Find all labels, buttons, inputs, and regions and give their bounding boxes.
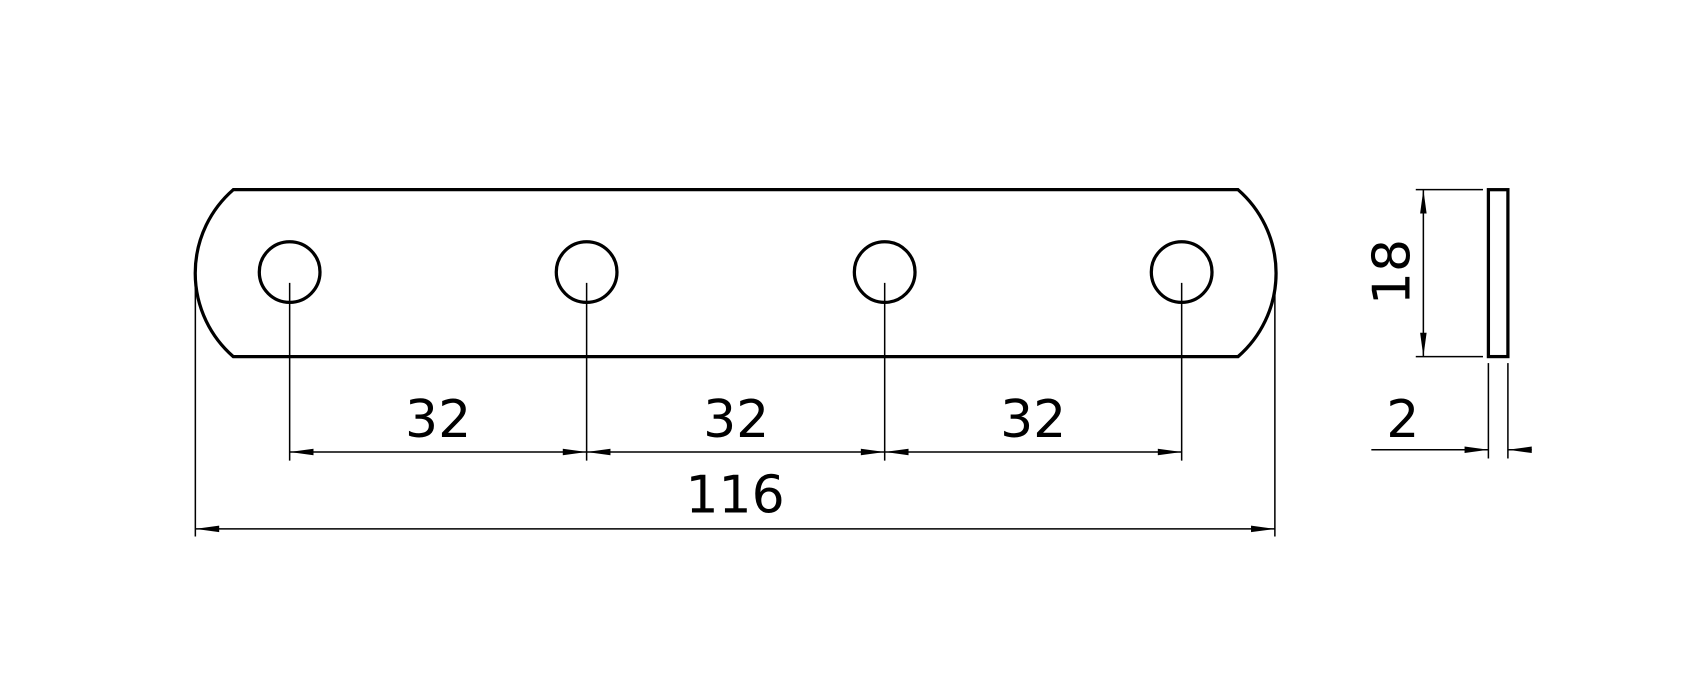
side-view-outline [1486, 188, 1510, 359]
height-label: 18 [1362, 239, 1422, 305]
pitch-label: 32 [405, 390, 471, 450]
pitch-label: 32 [703, 390, 769, 450]
pitch-dimension-2: 32 [586, 390, 885, 456]
overall-length-label: 116 [685, 466, 784, 526]
thickness-dimension: 2 [1371, 363, 1532, 459]
thickness-label: 2 [1386, 390, 1419, 450]
overall-length-dimension: 116 [194, 283, 1276, 537]
plate-outline [193, 188, 1278, 359]
pitch-label: 32 [1000, 390, 1066, 450]
height-dimension: 18 [1362, 188, 1483, 358]
pitch-dimension-3: 32 [884, 390, 1182, 456]
pitch-dimension-1: 32 [289, 390, 587, 456]
